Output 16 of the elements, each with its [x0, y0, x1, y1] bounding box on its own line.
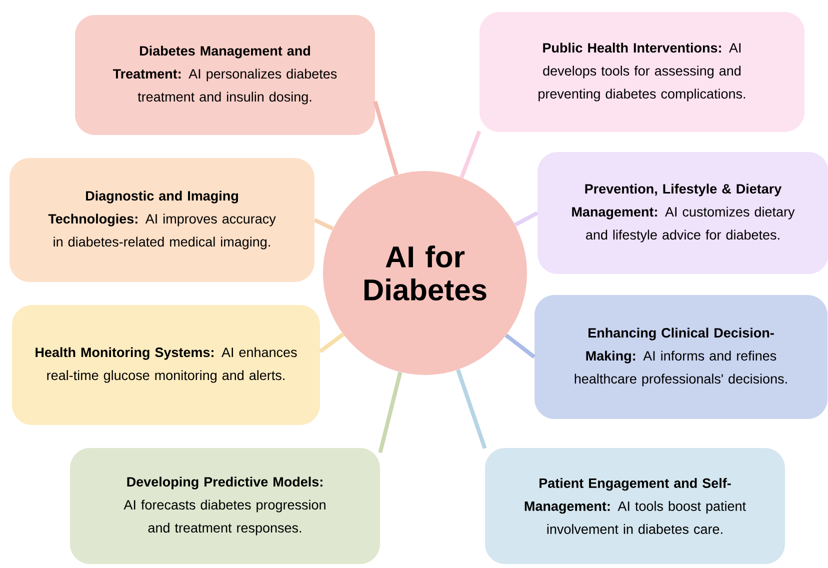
topic-box: Developing Predictive Models: AI forecasts diabetes progression and treatment responses.: [70, 448, 380, 564]
topic-box: Prevention, Lifestyle & Dietary Management: AI customizes dietary and lifestyle advice for diabetes.: [538, 152, 828, 274]
topic-box: Public Health Interventions: AI develops tools for assessing and preventing diabetes complications.: [480, 12, 804, 132]
topic-box: Enhancing Clinical Decision-Making: AI informs and refines healthcare professionals' decisions.: [534, 295, 828, 419]
connector-line: [456, 369, 487, 449]
topic-box: Health Monitoring Systems: AI enhances real-time glucose monitoring and alerts.: [12, 305, 320, 425]
connector-line: [504, 334, 536, 359]
connector-line: [319, 332, 344, 354]
topic-box: Diagnostic and Imaging Technologies: AI improves accuracy in diabetes-related medical imaging.: [10, 158, 314, 282]
connector-line: [373, 100, 398, 176]
connector-line: [314, 218, 334, 231]
connector-line: [514, 211, 538, 227]
connector-line: [378, 372, 402, 454]
topic-box: Patient Engagement and Self-Management: AI tools boost patient involvement in diabetes care.: [485, 448, 785, 564]
topic-box: Diabetes Management and Treatment: AI personalizes diabetes treatment and insulin dosing.: [75, 15, 375, 135]
connector-line: [460, 130, 482, 178]
